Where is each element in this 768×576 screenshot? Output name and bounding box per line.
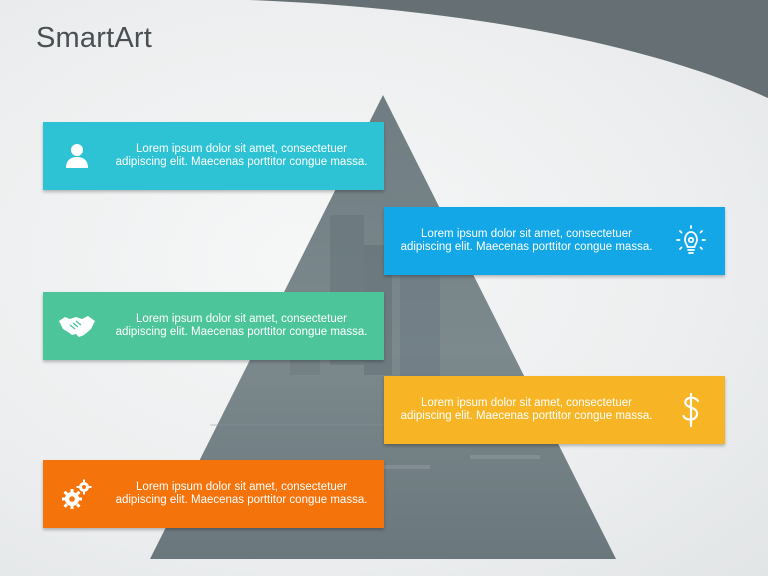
- lightbulb-icon: [657, 207, 725, 275]
- band-1[interactable]: Lorem ipsum dolor sit amet, consectetuer…: [43, 122, 384, 190]
- band-5-text: Lorem ipsum dolor sit amet, consectetuer…: [115, 481, 368, 506]
- band-2[interactable]: Lorem ipsum dolor sit amet, consectetuer…: [384, 207, 725, 275]
- band-3[interactable]: Lorem ipsum dolor sit amet, consectetuer…: [43, 292, 384, 360]
- band-5[interactable]: Lorem ipsum dolor sit amet, consectetuer…: [43, 460, 384, 528]
- band-4-text: Lorem ipsum dolor sit amet, consectetuer…: [400, 397, 653, 422]
- slide-title: SmartArt: [36, 22, 152, 54]
- band-2-text: Lorem ipsum dolor sit amet, consectetuer…: [400, 228, 653, 253]
- band-4[interactable]: Lorem ipsum dolor sit amet, consectetuer…: [384, 376, 725, 444]
- gears-icon: [43, 460, 111, 528]
- band-1-text: Lorem ipsum dolor sit amet, consectetuer…: [115, 143, 368, 168]
- handshake-icon: [43, 292, 111, 360]
- band-3-text: Lorem ipsum dolor sit amet, consectetuer…: [115, 313, 368, 338]
- dollar-icon: [657, 376, 725, 444]
- user-icon: [43, 122, 111, 190]
